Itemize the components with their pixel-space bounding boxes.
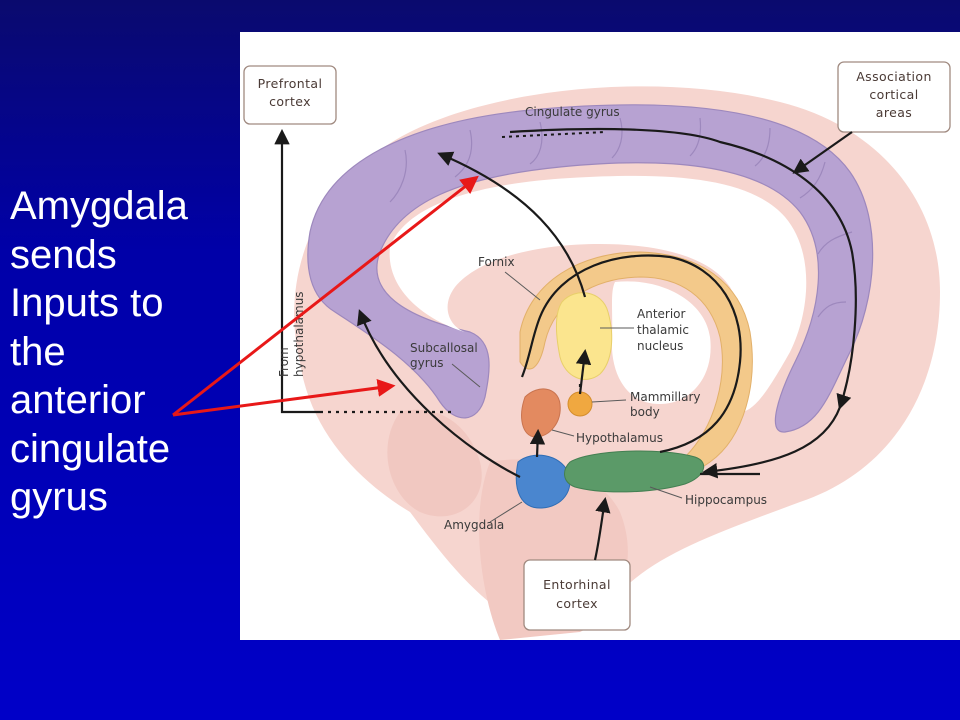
box-label: cortical bbox=[869, 87, 918, 102]
box-label: Association bbox=[856, 69, 932, 84]
box-label: Prefrontal bbox=[258, 76, 323, 91]
caption-line: Amygdala bbox=[10, 184, 188, 228]
hippocampus bbox=[564, 450, 705, 493]
label-amygdala: Amygdala bbox=[444, 518, 504, 532]
label-anterior-thalamic-nucleus: Anterior thalamic nucleus bbox=[637, 307, 689, 353]
label-line: thalamic bbox=[637, 323, 689, 337]
slide-caption: Amygdala sends Inputs to the anterior ci… bbox=[10, 182, 235, 522]
label-line: Anterior bbox=[637, 307, 686, 321]
caption-line: gyrus bbox=[10, 475, 108, 519]
leader-line bbox=[504, 271, 541, 301]
papez-circuit-figure: Prefrontal cortex Association cortical a… bbox=[240, 32, 960, 640]
hypothalamus bbox=[521, 388, 561, 438]
thalamus-space bbox=[611, 281, 711, 404]
brain-diagram: Prefrontal cortex Association cortical a… bbox=[243, 61, 951, 640]
label-line: Subcallosal bbox=[410, 341, 478, 355]
box-label: Entorhinal bbox=[543, 577, 611, 592]
caption-line: Inputs to bbox=[10, 281, 164, 325]
label-line: gyrus bbox=[410, 356, 444, 370]
caption-line: the bbox=[10, 329, 66, 374]
corpus-callosum bbox=[389, 175, 807, 412]
association-cortical-areas-box: Association cortical areas bbox=[837, 61, 951, 133]
caption-line: sends bbox=[10, 232, 117, 277]
box-label: cortex bbox=[269, 94, 311, 109]
leader-line bbox=[591, 399, 627, 403]
label-hypothalamus: Hypothalamus bbox=[576, 431, 663, 445]
label-hippocampus: Hippocampus bbox=[685, 493, 767, 507]
box-label: cortex bbox=[556, 596, 598, 611]
anterior-thalamic-nucleus bbox=[556, 292, 613, 380]
amygdala bbox=[515, 454, 571, 509]
prefrontal-cortex-box: Prefrontal cortex bbox=[243, 65, 337, 125]
label-cingulate-gyrus: Cingulate gyrus bbox=[525, 105, 620, 119]
caption-line: cingulate bbox=[10, 426, 171, 471]
box-label: areas bbox=[876, 105, 912, 120]
label-line: hypothalamus bbox=[292, 291, 306, 377]
leader-line bbox=[649, 486, 683, 499]
label-mammillary-body: Mammillary body bbox=[630, 390, 700, 419]
leader-line bbox=[551, 429, 575, 437]
dashed-connection bbox=[501, 131, 606, 138]
label-line: nucleus bbox=[637, 339, 683, 353]
caption-line: anterior bbox=[10, 378, 146, 422]
label-line: body bbox=[630, 405, 660, 419]
label-line: From bbox=[277, 347, 291, 377]
entorhinal-cortex-box: Entorhinal cortex bbox=[523, 559, 631, 631]
label-fornix: Fornix bbox=[478, 255, 515, 269]
leader-line bbox=[489, 501, 523, 523]
mammillary-body bbox=[567, 391, 593, 417]
label-line: Mammillary bbox=[630, 390, 700, 404]
